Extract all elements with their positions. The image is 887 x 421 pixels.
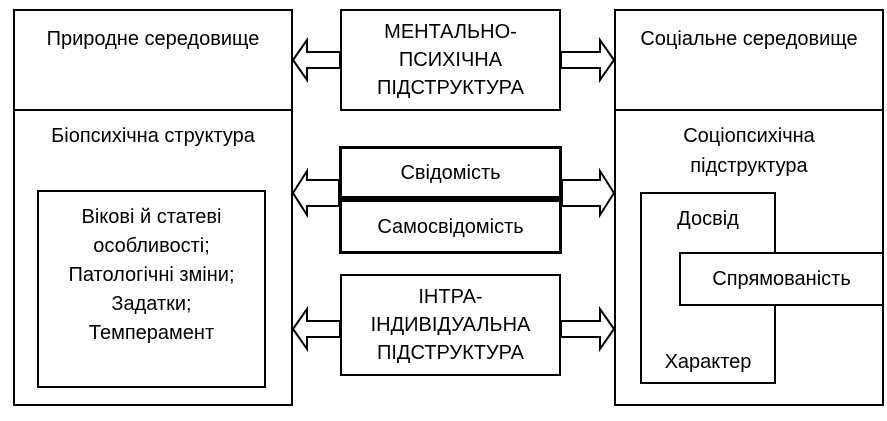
biopsychic-features-box (37, 190, 266, 388)
orientation-box: Спрямованість (679, 252, 884, 306)
intra-line-3: ПІДСТРУКТУРА (376, 342, 524, 364)
consciousness-box: Свідомість (339, 146, 562, 199)
self-consciousness-label: Самосвідомість (377, 215, 524, 238)
feature-line-2: особливості; (93, 235, 210, 257)
feature-line-4: Задатки; (111, 293, 192, 315)
mental-line-3: ПІДСТРУКТУРА (377, 77, 524, 99)
intra-line-2: ІНДИВІДУАЛЬНА (370, 314, 531, 336)
intra-line-1: ІНТРА- (418, 286, 483, 308)
sociopsychic-structure-label: Соціопсихічна підструктура (614, 121, 884, 181)
natural-environment-box (13, 9, 293, 111)
feature-line-3: Патологічні зміни; (68, 264, 235, 286)
intra-individual-substructure-box: ІНТРА- ІНДИВІДУАЛЬНА ПІДСТРУКТУРА (340, 274, 561, 376)
arrow-right-middle (561, 167, 616, 219)
mental-psychic-substructure-box: МЕНТАЛЬНО- ПСИХІЧНА ПІДСТРУКТУРА (340, 9, 561, 111)
sociopsychic-line-1: Соціопсихічна (683, 125, 815, 147)
sociopsychic-line-2: підструктура (690, 155, 808, 177)
consciousness-label: Свідомість (400, 161, 501, 184)
experience-label: Досвід (677, 208, 739, 230)
arrow-left-top (291, 36, 341, 84)
social-environment-box (614, 9, 884, 111)
self-consciousness-box: Самосвідомість (339, 199, 562, 254)
arrow-right-bottom (560, 305, 616, 353)
feature-line-5: Темперамент (88, 322, 215, 344)
mental-line-1: МЕНТАЛЬНО- (384, 21, 517, 43)
arrow-left-bottom (291, 305, 341, 353)
orientation-label: Спрямованість (712, 268, 851, 290)
character-label: Характер (664, 351, 752, 373)
natural-environment-label: Природне середовище (46, 28, 260, 50)
mental-line-2: ПСИХІЧНА (398, 49, 503, 71)
arrow-left-middle (291, 167, 340, 219)
feature-line-1: Вікові й статеві (81, 206, 222, 228)
biopsychic-features-text: Вікові й статеві особливості; Патологічн… (37, 203, 266, 348)
social-environment-label: Соціальне середовище (640, 28, 858, 50)
biopsychic-structure-label: Біопсихічна структура (51, 125, 255, 147)
arrow-right-top (560, 36, 616, 84)
